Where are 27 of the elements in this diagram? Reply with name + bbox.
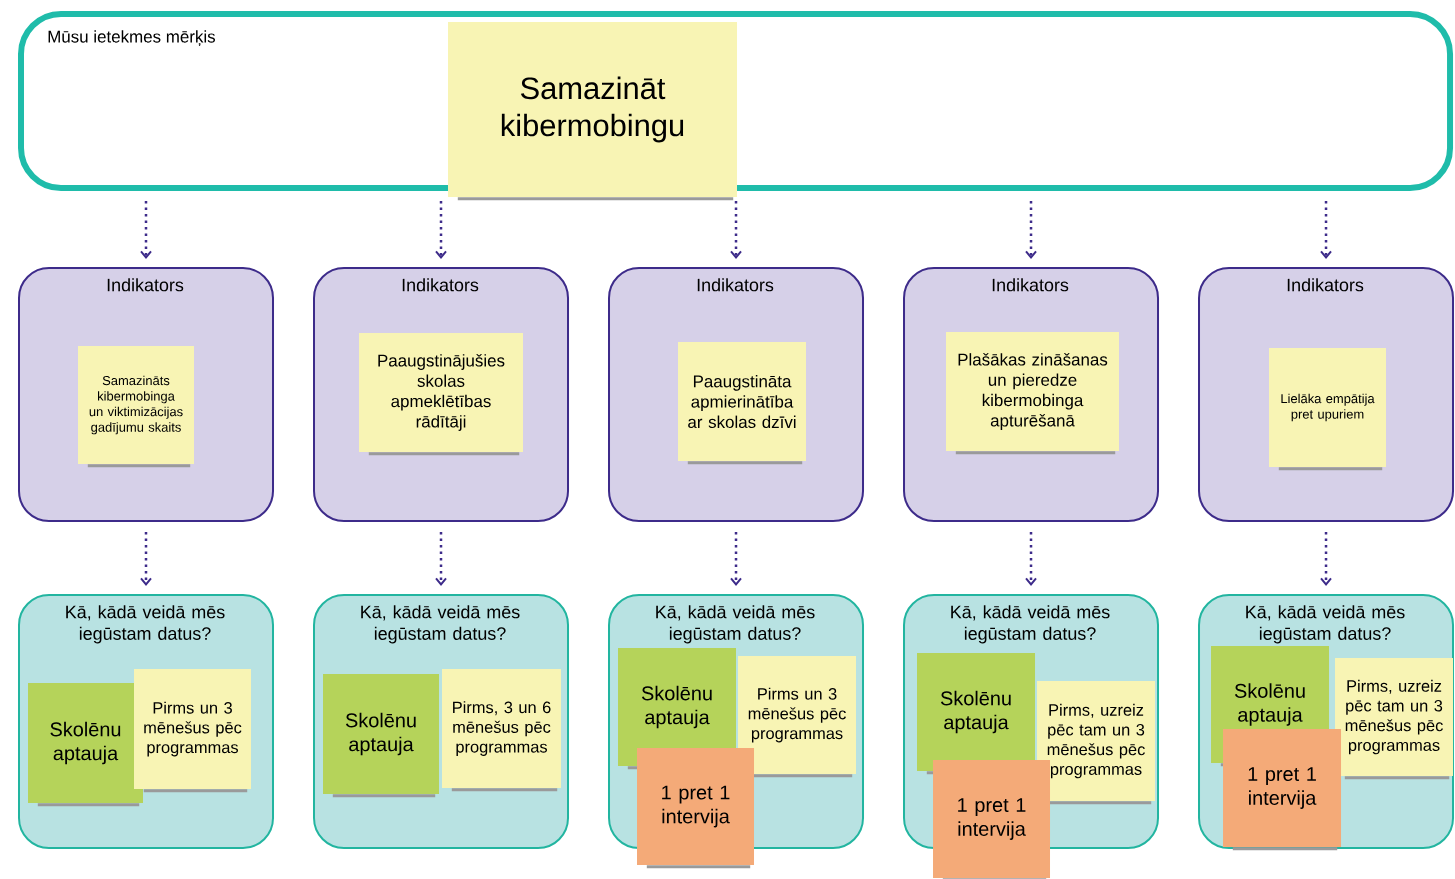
sticky-note: Pirms, uzreiz pēc tam un 3 mēnešus pēc programmas <box>1335 658 1453 780</box>
sticky-note: Skolēnu aptauja <box>323 674 439 798</box>
sticky-note: Skolēnu aptauja <box>28 683 143 807</box>
arrow <box>140 201 152 259</box>
arrow <box>1320 532 1332 586</box>
sticky-note: Plašākas zināšanas un pieredze kibermobinga apturēšanā <box>946 332 1119 455</box>
sticky-note: Pirms un 3 mēnešus pēc programmas <box>134 669 251 793</box>
sticky-note: Pirms un 3 mēnešus pēc programmas <box>738 656 856 778</box>
sticky-note: Skolēnu aptauja <box>917 653 1035 775</box>
sticky-note: Paaugstināta apmierinātība ar skolas dzīvi <box>678 342 806 465</box>
arrow <box>140 532 152 586</box>
arrow <box>1320 201 1332 259</box>
sticky-note: 1 pret 1 intervija <box>637 748 754 869</box>
arrow <box>1025 532 1037 586</box>
sticky-note: Samazināts kibermobinga un viktimizācijas gadījumu skaits <box>78 346 194 468</box>
sticky-note: 1 pret 1 intervija <box>933 760 1050 879</box>
sticky-note: Samazināt kibermobingu <box>448 22 737 201</box>
arrow <box>1025 201 1037 259</box>
arrow <box>730 201 742 259</box>
sticky-note: Pirms, 3 un 6 mēnešus pēc programmas <box>442 669 561 792</box>
sticky-note: Pirms, uzreiz pēc tam un 3 mēnešus pēc programmas <box>1037 681 1155 805</box>
arrow <box>435 201 447 259</box>
sticky-note: Lielāka empātija pret upuriem <box>1269 348 1386 471</box>
sticky-note: Paaugstinājušies skolas apmeklētības rādītāji <box>359 333 523 456</box>
arrow <box>730 532 742 586</box>
arrow <box>435 532 447 586</box>
sticky-note: 1 pret 1 intervija <box>1223 729 1341 851</box>
